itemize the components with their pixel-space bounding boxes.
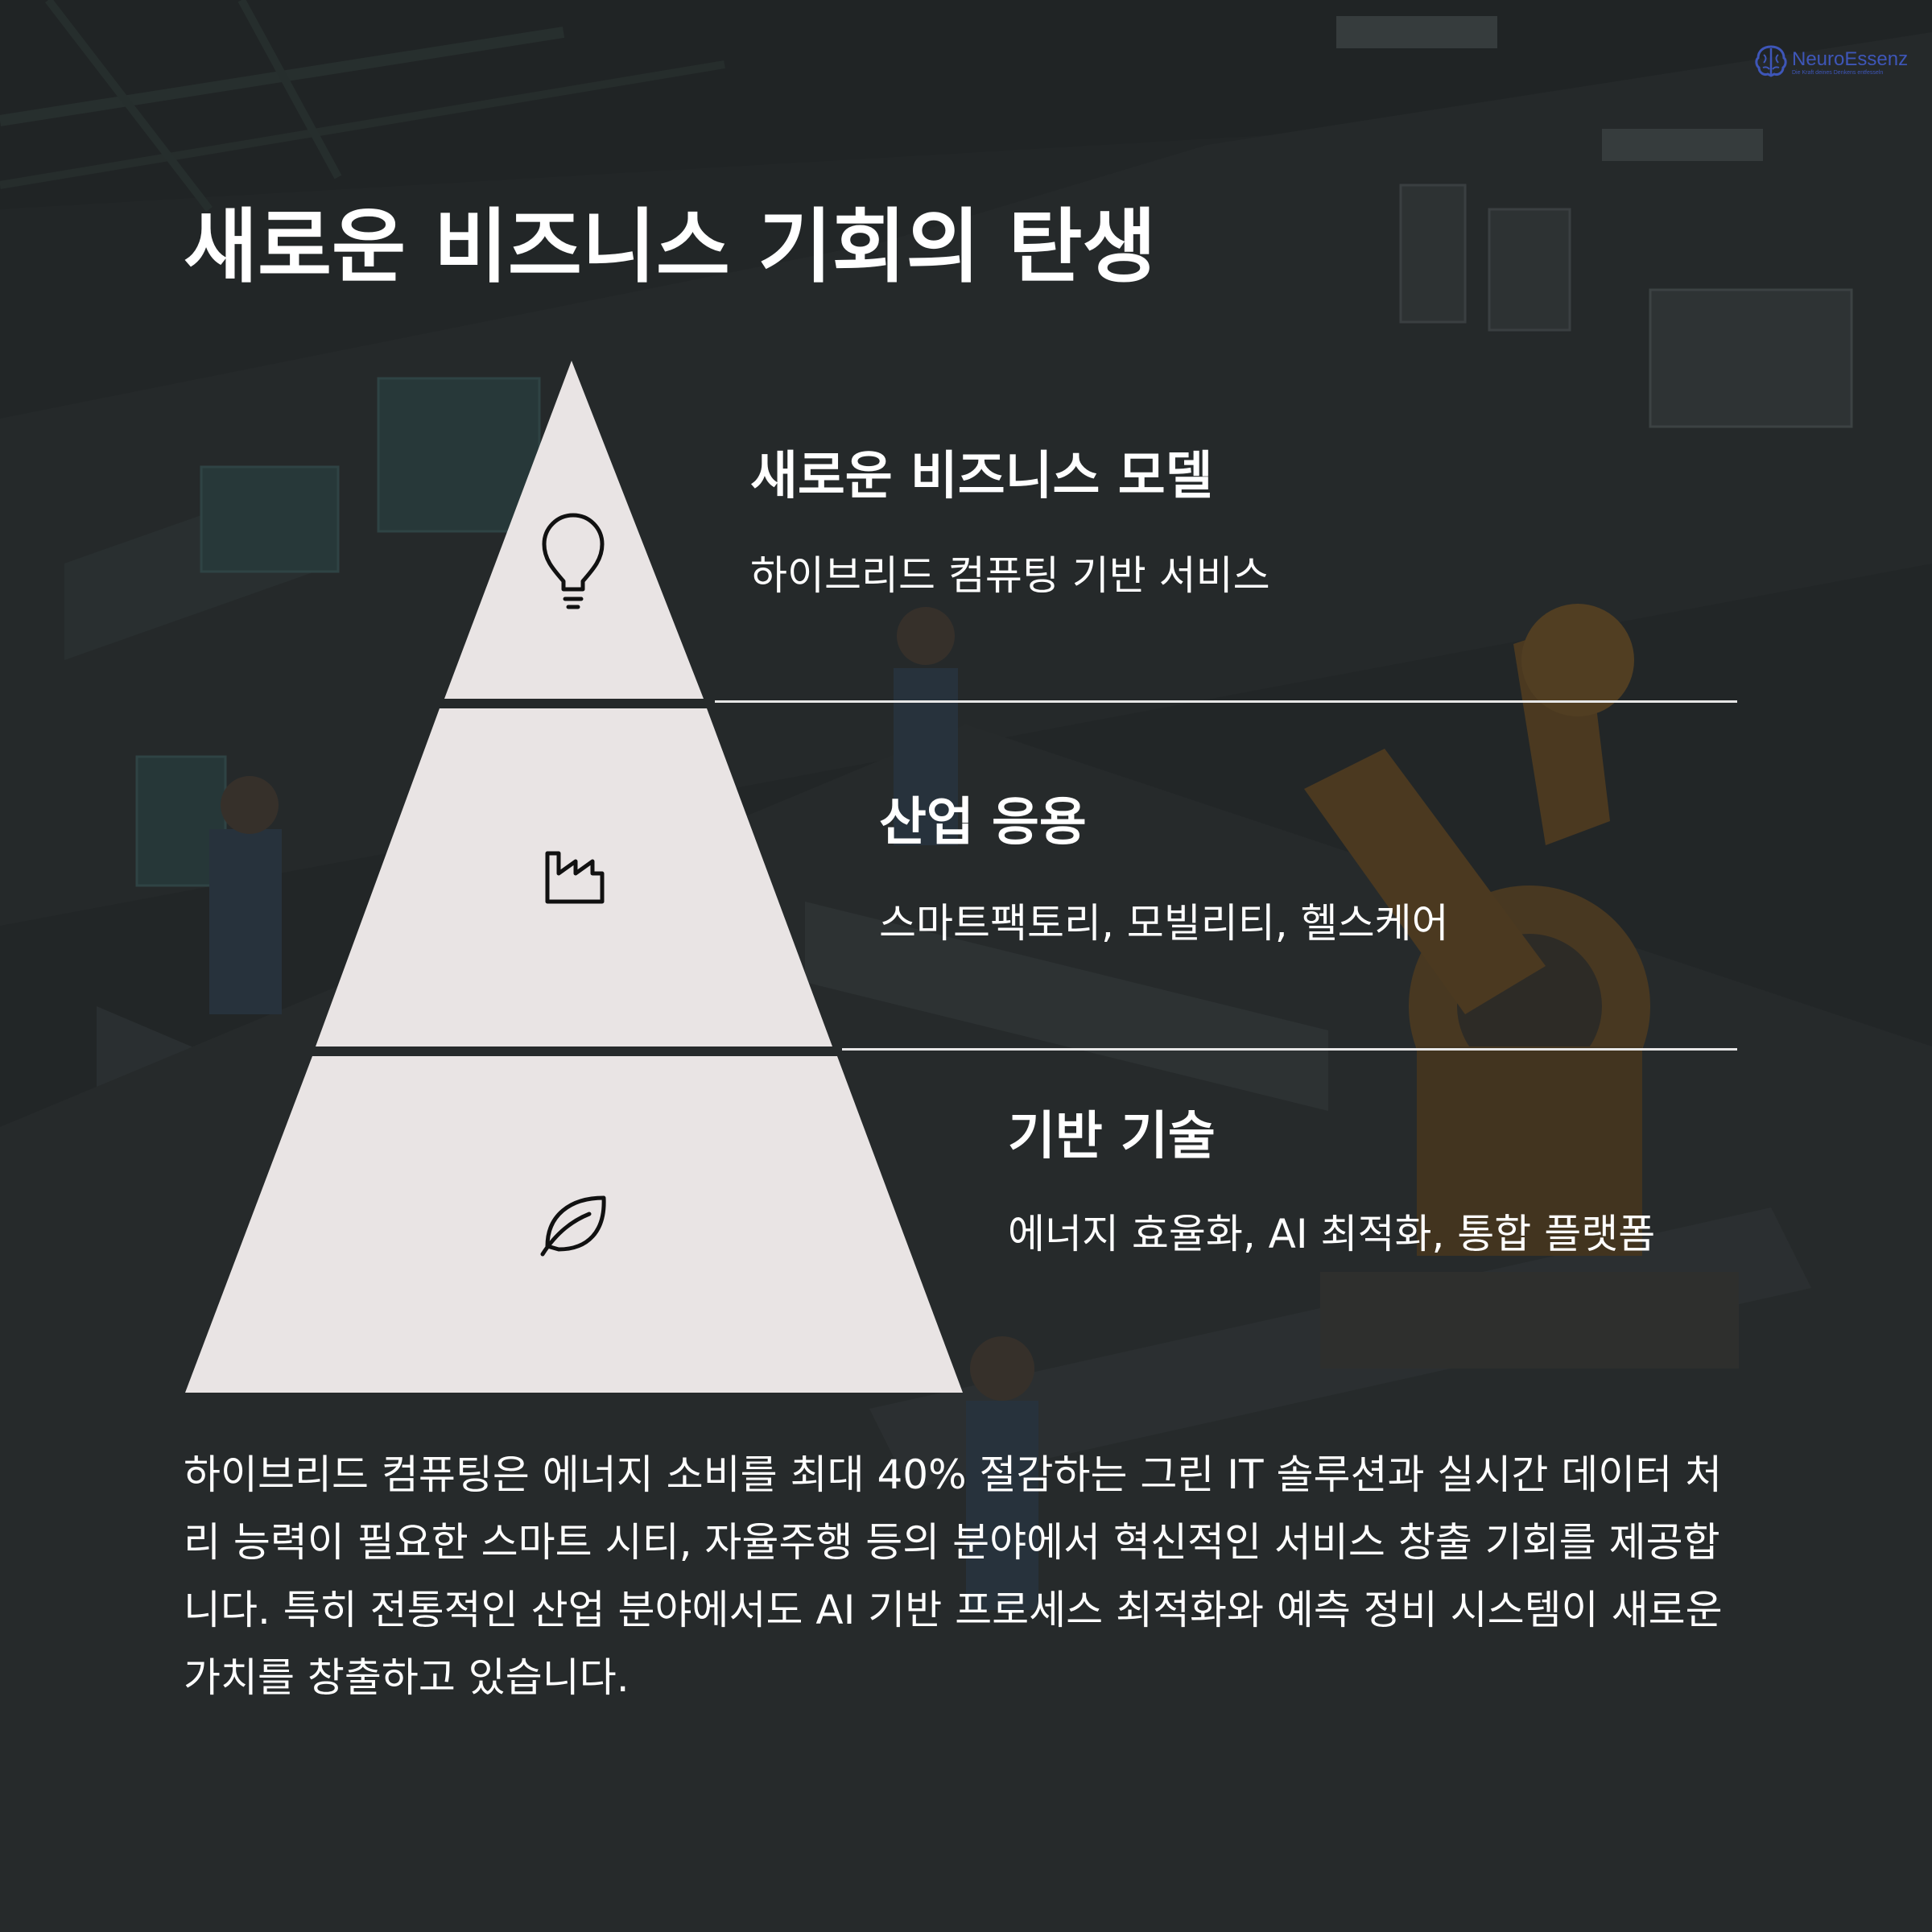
- brand-tagline: Die Kraft deines Denkens entfesseln: [1792, 70, 1884, 76]
- divider-1: [715, 700, 1737, 703]
- level-3-title: 기반 기술: [1008, 1107, 1216, 1166]
- brain-icon: [1755, 45, 1787, 77]
- level-3-description: 에너지 효율화, AI 최적화, 통합 플랫폼: [1008, 1211, 1656, 1257]
- divider-2: [842, 1048, 1737, 1051]
- level-2-title: 산업 응용: [879, 793, 1087, 852]
- brand-logo: NeuroEssenz Die Kraft deines Denkens ent…: [1753, 43, 1908, 84]
- pyramid-tier-bottom: [185, 1056, 963, 1393]
- factory-icon: [545, 851, 605, 904]
- level-1-title: 새로운 비즈니스 모델: [750, 447, 1213, 506]
- level-2-description: 스마트팩토리, 모빌리티, 헬스케어: [879, 900, 1449, 947]
- page-title: 새로운 비즈니스 기회의 탄생: [184, 200, 1157, 294]
- pyramid-tier-top: [444, 361, 704, 699]
- summary-paragraph: 하이브리드 컴퓨팅은 에너지 소비를 최대 40% 절감하는 그린 IT 솔루션…: [184, 1451, 1723, 1701]
- pyramid-tier-middle: [316, 708, 832, 1046]
- leaf-icon: [540, 1195, 606, 1257]
- brand-name: NeuroEssenz: [1792, 48, 1909, 70]
- lightbulb-icon: [542, 513, 605, 609]
- level-1-description: 하이브리드 컴퓨팅 기반 서비스: [750, 552, 1270, 599]
